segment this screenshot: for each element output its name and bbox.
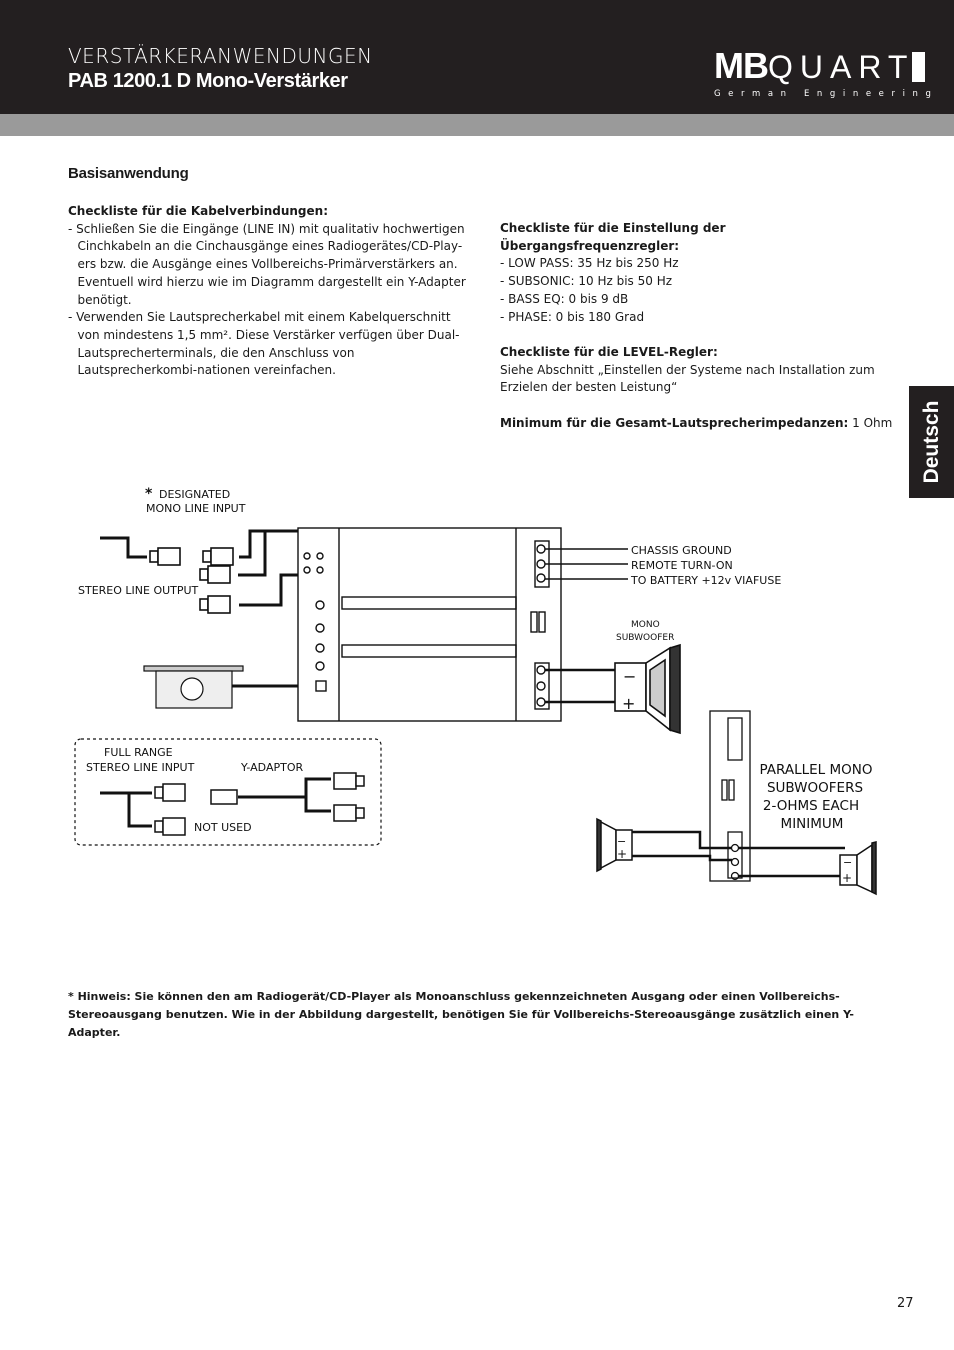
chassis-ground-label: CHASSIS GROUND	[631, 544, 732, 557]
minus-sign: −	[617, 835, 626, 848]
logo-tagline: German Engineering	[714, 89, 939, 99]
impedance-label: Minimum für die Gesamt-Lautsprecherimped…	[500, 415, 849, 430]
level-remote	[143, 665, 244, 709]
logo-block-icon	[912, 52, 926, 82]
y-adaptor-label: Y-ADAPTOR	[240, 761, 303, 774]
cable-checklist-item: - Schließen Sie die Eingänge (LINE IN) m…	[68, 221, 466, 307]
stereo-line-input-label: STEREO LINE INPUT	[86, 761, 195, 774]
subwoofer-label: SUBWOOFER	[616, 633, 674, 643]
footnote: * Hinweis: Sie können den am Radiogerät/…	[68, 990, 854, 1039]
header-gray-bar	[0, 114, 954, 136]
amplifier	[297, 527, 562, 722]
remote-turn-on-label: REMOTE TURN-ON	[631, 559, 733, 572]
settings-checklist: Checkliste für die Einstellung der Überg…	[500, 220, 900, 432]
amplifier-end-panel	[709, 710, 751, 882]
not-used-label: NOT USED	[194, 821, 252, 834]
crossover-item: - LOW PASS: 35 Hz bis 250 Hz	[500, 256, 679, 271]
parallel-label: 2-OHMS EACH	[763, 798, 859, 814]
crossover-heading: Checkliste für die Einstellung der Überg…	[500, 221, 726, 253]
wiring-diagram: * DESIGNATED MONO LINE INPUT STEREO LINE…	[74, 486, 877, 896]
page-header	[0, 0, 954, 114]
asterisk-mark: *	[145, 486, 153, 502]
mono-label: MONO	[631, 620, 660, 630]
battery-label: TO BATTERY +12v VIAFUSE	[630, 574, 781, 587]
mono-subwoofer	[614, 643, 681, 735]
page-number: 27	[897, 1296, 914, 1311]
minus-sign: −	[843, 856, 852, 869]
designated-label: DESIGNATED	[159, 488, 230, 501]
designated-label: MONO LINE INPUT	[146, 502, 246, 515]
parallel-label: SUBWOOFERS	[767, 780, 863, 796]
logo-mb: MB	[714, 45, 769, 86]
cable-checklist-item: - Verwenden Sie Lautsprecherkabel mit ei…	[68, 310, 460, 378]
level-heading: Checkliste für die LEVEL-Regler:	[500, 344, 718, 359]
plus-sign: +	[622, 694, 635, 713]
stereo-line-output-label: STEREO LINE OUTPUT	[78, 584, 199, 597]
logo-quart: QUART	[768, 49, 915, 85]
crossover-item: - PHASE: 0 bis 180 Grad	[500, 309, 645, 324]
plus-sign: +	[842, 871, 852, 885]
language-tab: Deutsch	[909, 386, 954, 498]
impedance-value: 1 Ohm	[848, 415, 893, 430]
full-range-label: FULL RANGE	[104, 746, 173, 759]
section-overline: VERSTÄRKERANWENDUNGEN	[68, 44, 373, 68]
crossover-item: - SUBSONIC: 10 Hz bis 50 Hz	[500, 274, 673, 289]
minus-sign: −	[623, 667, 636, 686]
plus-sign: +	[617, 847, 627, 861]
parallel-subwoofer-right	[839, 841, 877, 896]
rca-plugs	[149, 547, 234, 614]
parallel-label: MINIMUM	[781, 816, 844, 832]
crossover-item: - BASS EQ: 0 bis 9 dB	[500, 291, 629, 306]
language-tab-label: Deutsch	[919, 400, 943, 484]
level-text: Siehe Abschnitt „Einstellen der Systeme …	[500, 362, 875, 395]
cable-checklist-heading: Checkliste für die Kabelverbindungen:	[68, 204, 328, 218]
page-title: PAB 1200.1 D Mono-Verstärker	[68, 70, 348, 92]
cable-checklist: Checkliste für die Kabelverbindungen: - …	[68, 203, 468, 380]
section-title: Basisanwendung	[68, 165, 189, 182]
cable	[100, 536, 147, 559]
parallel-label: PARALLEL MONO	[760, 762, 873, 778]
mb-quart-logo: MBQUART German Engineering	[714, 45, 939, 100]
parallel-subwoofer-left	[596, 817, 633, 873]
